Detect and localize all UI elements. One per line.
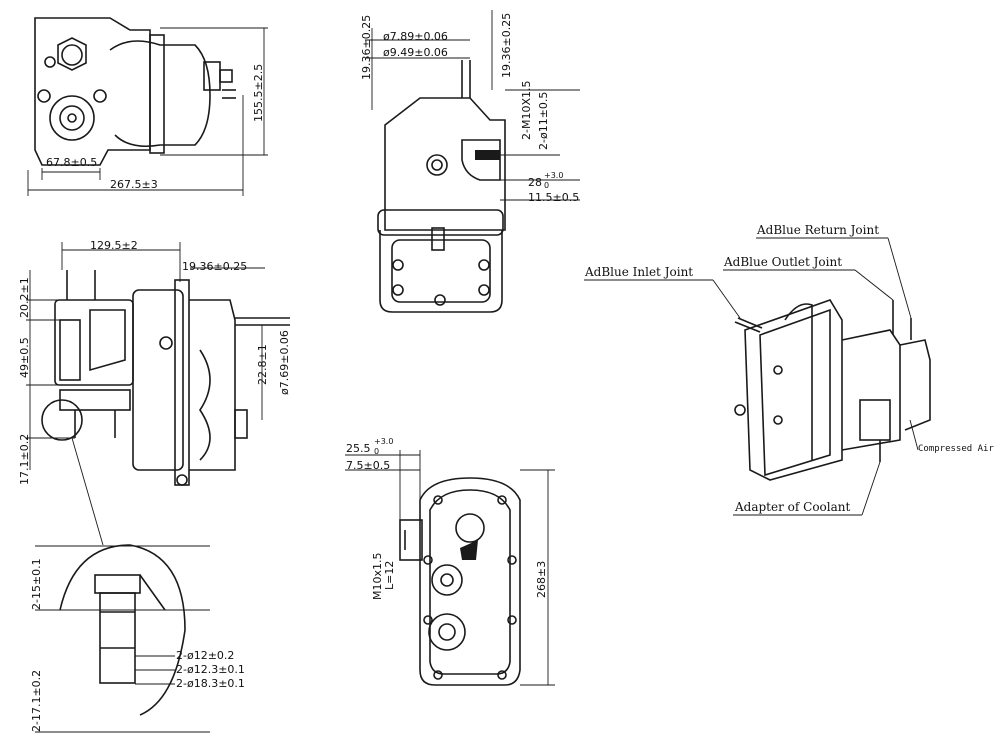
dim-phi-7-69-text: ø7.69±0.06 (278, 330, 291, 395)
dim-l12-text: L=12 (383, 561, 396, 590)
dim-20-2-text: 20.2±1 (18, 277, 31, 318)
dim-28-tol-bottom-text: 0 (544, 181, 549, 190)
top-center-view: ø7.89±0.06 ø9.49±0.06 19.36±0.25 19.36±0… (360, 10, 580, 313)
detail-view: 2-15±0.1 2-17.1±0.2 2-ø12±0.2 2-ø12.3±0.… (30, 544, 245, 733)
dim-19-36-right-text: 19.36±0.25 (500, 13, 513, 78)
dim-phi-12-3-text: 2-ø12.3±0.1 (176, 663, 245, 676)
dim-phi-11-text: 2-ø11±0.5 (537, 92, 550, 150)
dim-25-5-tol-bottom-text: 0 (374, 447, 379, 456)
dim-49-text: 49±0.5 (18, 337, 31, 378)
dim-28-text: 28 (528, 176, 542, 189)
dim-25-5-text: 25.5 (346, 442, 371, 455)
top-left-view: 67.8±0.5 267.5±3 155.5±2.5 (27, 17, 268, 196)
dim-2-15-text: 2-15±0.1 (30, 558, 43, 610)
dim-phi-9-49-text: ø9.49±0.06 (383, 46, 448, 59)
dim-phi-18-3-text: 2-ø18.3±0.1 (176, 677, 245, 690)
middle-left-view: 129.5±2 19.36±0.25 20.2±1 49±0.5 22.8±1 … (18, 239, 291, 546)
dim-19-36-left-text: 19.36±0.25 (360, 15, 373, 80)
dim-phi-7-89-text: ø7.89±0.06 (383, 30, 448, 43)
dim-155-5-text: 155.5±2.5 (252, 64, 265, 122)
dim-17-1-text: 17.1±0.2 (18, 434, 31, 485)
compressed-air-label: Compressed Air (918, 444, 994, 454)
return-joint-label: AdBlue Return Joint (756, 223, 879, 237)
dim-67-8-text: 67.8±0.5 (46, 156, 97, 169)
dim-28-tol-top-text: +3.0 (544, 171, 563, 180)
dim-25-5-tol-top-text: +3.0 (374, 437, 393, 446)
dim-m10-text: 2-M10X1.5 (520, 81, 533, 141)
dim-7-5-text: 7.5±0.5 (346, 459, 390, 472)
dim-m10-text: M10x1.5 (371, 553, 384, 601)
dim-19-36-text: 19.36±0.25 (182, 260, 247, 273)
isometric-view: AdBlue Inlet Joint AdBlue Outlet Joint A… (584, 223, 994, 516)
dim-11-5-text: 11.5±0.5 (528, 191, 579, 204)
dim-268-text: 268±3 (535, 561, 548, 598)
dim-267-5-text: 267.5±3 (110, 178, 158, 191)
dim-phi-12-text: 2-ø12±0.2 (176, 649, 234, 662)
dim-22-8-text: 22.8±1 (256, 344, 269, 385)
dim-129-5-text: 129.5±2 (90, 239, 138, 252)
outlet-joint-label: AdBlue Outlet Joint (723, 255, 842, 269)
inlet-joint-label: AdBlue Inlet Joint (584, 265, 693, 279)
coolant-adapter-label: Adapter of Coolant (734, 500, 850, 514)
dim-2-17-1-text: 2-17.1±0.2 (30, 670, 43, 732)
bottom-center-view: 25.5 +3.0 0 7.5±0.5 M10x1.5 L=12 268±3 (345, 437, 555, 686)
